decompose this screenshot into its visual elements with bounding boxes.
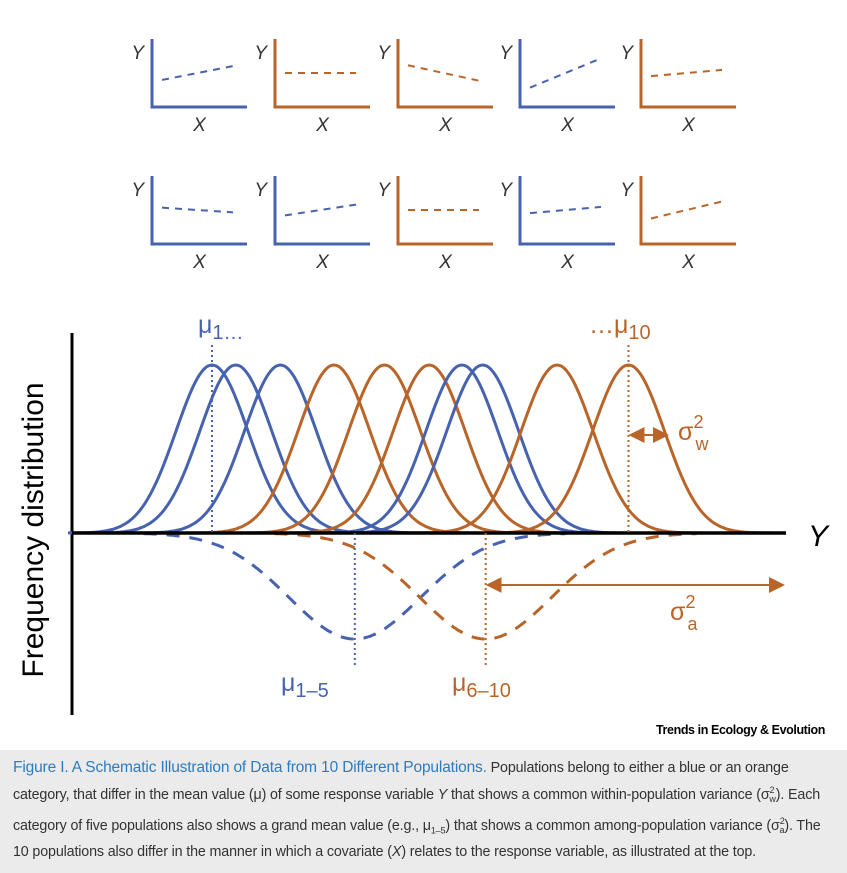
mu-last-label-symbol: …μ	[589, 311, 628, 339]
mu-group-blue-label-subscript: 1–5	[295, 680, 328, 702]
caption-title: Figure I. A Schematic Illustration of Da…	[13, 759, 487, 776]
mini-plot-x-label: X	[192, 115, 207, 136]
mini-plot-x-label: X	[192, 252, 207, 273]
caption-text: 1–5	[430, 825, 446, 836]
population-density-curve	[240, 363, 529, 535]
caption-text: 2	[779, 815, 785, 826]
mini-plot: YX	[377, 39, 493, 136]
mu-group-orange-label-symbol: μ	[452, 669, 466, 697]
mini-plot-axes	[273, 176, 370, 246]
mini-plot-x-label: X	[438, 115, 453, 136]
mini-plot-x-label: X	[681, 115, 696, 136]
frequency-axis-label: Frequency distribution	[17, 382, 50, 677]
mini-plot-axes	[639, 39, 736, 109]
mu-group-blue-label: μ1–5	[281, 669, 329, 702]
figure-caption: Figure I. A Schematic Illustration of Da…	[0, 750, 847, 873]
sigma-w-label-symbol: σ	[678, 418, 694, 446]
sigma-a-label-superscript: 2	[685, 592, 695, 612]
caption-text: ). Each category of five populations als…	[13, 786, 820, 834]
mini-plot: YX	[254, 176, 370, 273]
journal-credit: Trends in Ecology & Evolution	[656, 723, 825, 737]
mini-plot-x-label: X	[315, 115, 330, 136]
mini-plot-y-label: Y	[131, 43, 145, 64]
mini-plot-y-label: Y	[620, 43, 634, 64]
mini-plot-y-label: Y	[131, 180, 145, 201]
mini-plot: YX	[131, 39, 247, 136]
caption-text: a	[779, 825, 785, 836]
mini-plot-x-label: X	[560, 115, 575, 136]
mini-plot-y-label: Y	[254, 43, 268, 64]
mini-plot-y-label: Y	[499, 43, 513, 64]
caption-text: Y	[437, 786, 448, 803]
mini-plot-y-label: Y	[254, 180, 268, 201]
sigma-w-label-subscript: w	[694, 434, 709, 454]
mini-plot-y-label: Y	[377, 43, 391, 64]
mu-group-orange-label: μ6–10	[452, 669, 511, 702]
sigma-a-label-subscript: a	[687, 614, 698, 634]
mini-plot-y-label: Y	[620, 180, 634, 201]
mini-plot-x-label: X	[315, 252, 330, 273]
caption-text: X	[391, 843, 402, 860]
sigma-w-label-superscript: 2	[693, 412, 703, 432]
mini-plot-y-label: Y	[499, 180, 513, 201]
grand-mean-distribution-curve	[143, 532, 566, 641]
caption-text: that shows a common within-population va…	[447, 786, 770, 803]
caption-text: Populations belong to either a blue or a…	[13, 760, 789, 803]
mini-plot-x-label: X	[560, 252, 575, 273]
mu-group-orange-label-subscript: 6–10	[466, 680, 511, 702]
caption-text: 2	[769, 784, 775, 795]
mini-plot: YX	[499, 39, 615, 136]
grand-mean-curves	[143, 532, 697, 641]
caption-text: ). The 10 populations also differ in the…	[13, 817, 821, 860]
mini-plot-axes	[639, 176, 736, 246]
mini-plot-axes	[518, 176, 615, 246]
mini-plot-y-label: Y	[377, 180, 391, 201]
grand-mean-distribution-curve	[274, 532, 697, 641]
mini-plot-axes	[396, 176, 493, 246]
population-density-curve	[317, 363, 606, 535]
mini-plot-axes	[273, 39, 370, 109]
mini-plot: YX	[377, 176, 493, 273]
caption-text: w	[769, 794, 776, 805]
population-density-curve	[413, 363, 702, 535]
mini-plot: YX	[620, 39, 736, 136]
population-density-curve	[136, 363, 425, 535]
mu-last-label: …μ10	[589, 311, 651, 344]
mu-first-label-symbol: μ	[198, 311, 212, 339]
mini-plot: YX	[254, 39, 370, 136]
mini-plot-axes	[150, 176, 247, 246]
mini-plot-axes	[518, 39, 615, 109]
population-density-curve	[338, 363, 627, 535]
sigma-a-label-symbol: σ	[670, 598, 686, 626]
mini-plot-x-label: X	[681, 252, 696, 273]
mini-plot: YX	[620, 176, 736, 273]
mu-first-label: μ1…	[198, 311, 244, 344]
mini-plot-axes	[396, 39, 493, 109]
population-density-curve	[285, 363, 574, 535]
caption-text: ) relates to the response variable, as i…	[401, 843, 756, 860]
caption-text: ) that shows a common among-population v…	[445, 817, 780, 834]
mu-last-label-subscript: 10	[628, 322, 650, 344]
mu-group-blue-label-symbol: μ	[281, 669, 295, 697]
mu-first-label-subscript: 1…	[212, 322, 243, 344]
population-curves	[68, 363, 773, 535]
mini-plot-x-label: X	[438, 252, 453, 273]
mini-plot: YX	[499, 176, 615, 273]
population-density-curve	[190, 363, 478, 535]
mini-plot: YX	[131, 176, 247, 273]
y-axis-label: Y	[808, 520, 830, 553]
mini-plot-axes	[150, 39, 247, 109]
